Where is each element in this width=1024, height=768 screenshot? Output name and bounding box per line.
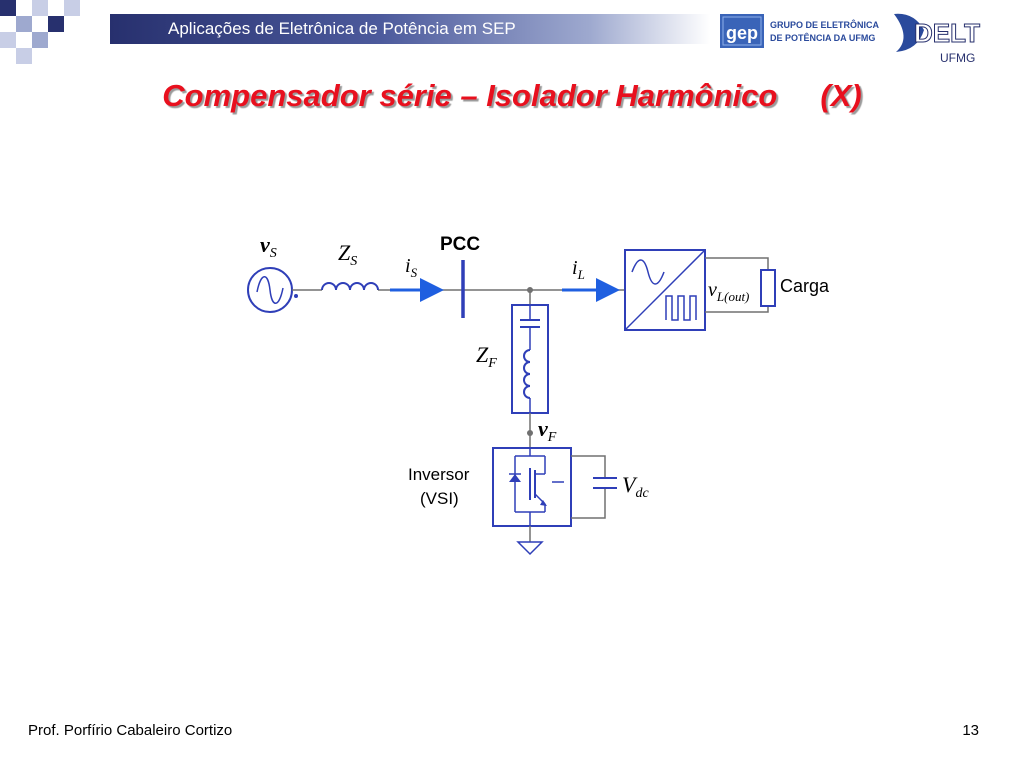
delt-logo: DELT UFMG (894, 13, 981, 65)
load-resistor-icon (760, 269, 776, 307)
vdc-label: Vdc (622, 472, 649, 501)
zs-label: ZS (338, 240, 357, 269)
load-wire-top (705, 257, 769, 270)
il-label: iL (572, 257, 585, 282)
circuit-diagram: vS ZS iS PCC iL Carga vL(out) (247, 232, 830, 556)
delt-mark: DELT (914, 18, 980, 48)
corner-squares-decoration (0, 0, 80, 64)
footer-author: Prof. Porfírio Cabaleiro Cortizo (28, 722, 233, 739)
zf-filter-icon (511, 304, 549, 414)
vf-label: vF (538, 416, 557, 445)
zf-label: ZF (476, 342, 497, 371)
inverter-igbt-icon (492, 447, 572, 527)
is-label: iS (405, 255, 418, 280)
voltage-source-icon (247, 267, 298, 313)
ground-icon (516, 541, 544, 556)
ufmg-mark: UFMG (940, 51, 975, 65)
dc-wire-top (571, 455, 606, 478)
load-label: Carga (780, 276, 830, 296)
vs-label: vS (260, 232, 277, 261)
header-bar (110, 14, 710, 44)
inverter-label-line1: Inversor (408, 465, 470, 484)
inverter-label-line2: (VSI) (420, 489, 459, 508)
vf-node (527, 430, 533, 436)
gep-line2: DE POTÊNCIA DA UFMG (770, 32, 875, 43)
gep-line1: GRUPO DE ELETRÔNICA (770, 19, 880, 30)
gep-logo: gep GRUPO DE ELETRÔNICA DE POTÊNCIA DA U… (720, 14, 880, 48)
dc-capacitor-icon (593, 477, 617, 489)
slide-title: Compensador série – Isolador Harmônico (… (162, 78, 862, 113)
dc-wire-bottom (571, 488, 606, 519)
page-number: 13 (962, 722, 979, 739)
nonlinear-load-converter-icon (624, 249, 706, 331)
header-title: Aplicações de Eletrônica de Potência em … (168, 19, 516, 38)
vlout-label: vL(out) (708, 279, 749, 304)
pcc-label: PCC (440, 234, 480, 255)
gep-mark: gep (726, 23, 758, 43)
zs-inductor-icon (321, 278, 379, 298)
load-wire-bottom (705, 306, 769, 313)
